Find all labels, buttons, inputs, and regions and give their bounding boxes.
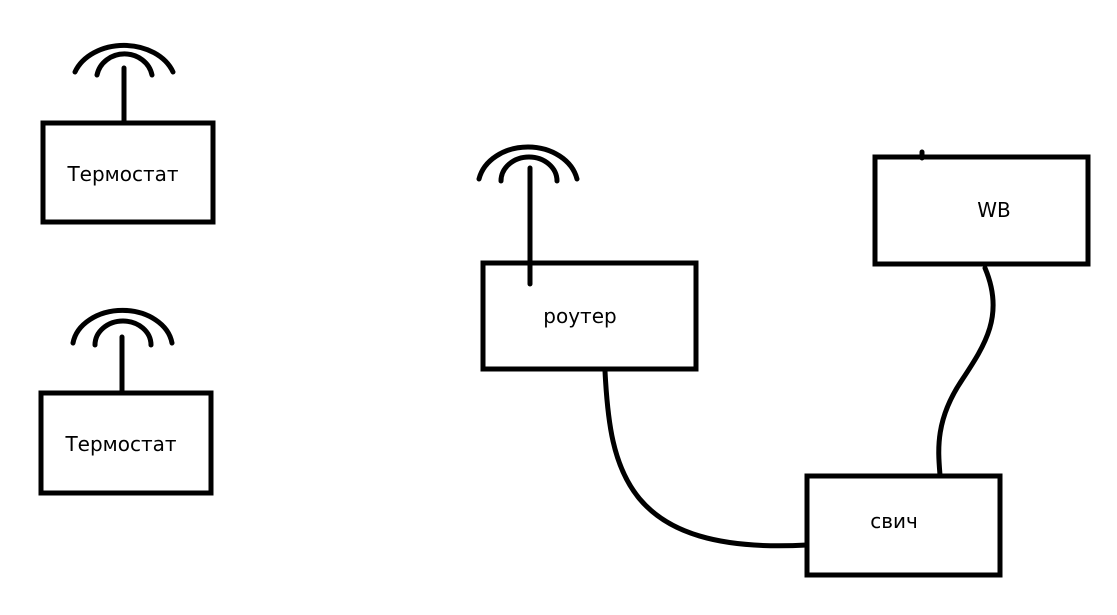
router-label: роутер: [543, 304, 617, 328]
cable-router-switch: [602, 368, 810, 549]
switch-label: свич: [870, 509, 918, 533]
wifi-signal-icon: [94, 51, 155, 78]
wb-label: WB: [977, 198, 1011, 222]
wb-node: [872, 149, 1091, 267]
router-box: [480, 260, 699, 372]
wb-box: [872, 154, 1091, 267]
cable-wb-switch: [936, 265, 996, 478]
thermostat-2-node: [38, 307, 214, 496]
router-node: [476, 144, 699, 372]
thermostat-1-node: [40, 42, 216, 225]
switch-box: [804, 473, 1003, 578]
thermostat-2-box: [38, 390, 214, 496]
wifi-signal-icon: [92, 318, 154, 348]
wifi-signal-icon: [476, 144, 580, 182]
thermostat-2-label: Термостат: [65, 432, 177, 456]
thermostat-1-box: [40, 120, 216, 225]
thermostat-1-label: Термостат: [67, 162, 179, 186]
wifi-signal-icon: [72, 42, 176, 75]
wifi-signal-icon: [70, 307, 175, 346]
wifi-signal-icon: [498, 154, 560, 184]
switch-node: [804, 473, 1003, 578]
